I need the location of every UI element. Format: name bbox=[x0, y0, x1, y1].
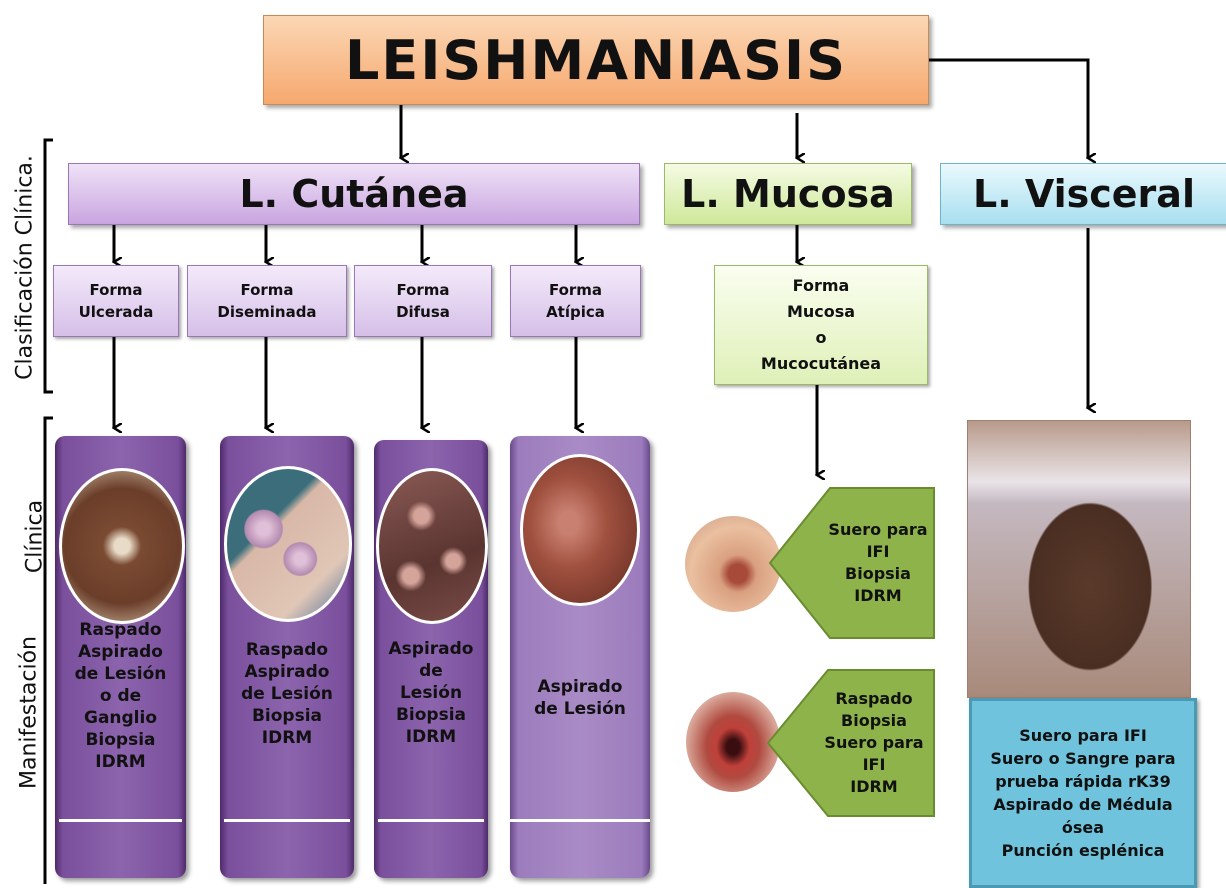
method: Aspirado de Médula bbox=[993, 793, 1172, 816]
method: Raspado bbox=[55, 619, 186, 641]
form-label: Forma bbox=[89, 279, 142, 301]
column-ulcerada: Raspado Aspirado de Lesión o de Ganglio … bbox=[55, 436, 186, 878]
method: Suero para bbox=[824, 732, 923, 754]
method: Biopsia bbox=[841, 710, 907, 732]
lesion-photo-ulcerada bbox=[59, 468, 185, 624]
method: Biopsia bbox=[374, 704, 488, 726]
methods-difusa: Aspirado de Lesión Biopsia IDRM bbox=[374, 638, 488, 748]
method: IFI bbox=[863, 754, 886, 776]
method: Raspado bbox=[220, 639, 354, 661]
category-visceral: L. Visceral bbox=[940, 163, 1226, 225]
method: de Lesión bbox=[220, 683, 354, 705]
method: de bbox=[374, 660, 488, 682]
method: Aspirado bbox=[220, 661, 354, 683]
mucosa-methods-1: Suero para IFI Biopsia IDRM bbox=[820, 486, 936, 640]
form-difusa: Forma Difusa bbox=[354, 265, 492, 337]
method: IDRM bbox=[220, 727, 354, 749]
form-label: Atípica bbox=[546, 301, 605, 323]
form-ulcerada: Forma Ulcerada bbox=[53, 265, 179, 337]
method: IDRM bbox=[55, 751, 186, 773]
method: ósea bbox=[1062, 816, 1104, 839]
method: Punción esplénica bbox=[1002, 839, 1165, 862]
method: Biopsia bbox=[55, 729, 186, 751]
method: o de bbox=[55, 685, 186, 707]
method: Biopsia bbox=[845, 563, 911, 585]
method: Biopsia bbox=[220, 705, 354, 727]
method: prueba rápida rK39 bbox=[995, 770, 1170, 793]
form-label: Ulcerada bbox=[79, 301, 154, 323]
method: IDRM bbox=[854, 585, 901, 607]
method: Aspirado bbox=[510, 676, 650, 698]
methods-ulcerada: Raspado Aspirado de Lesión o de Ganglio … bbox=[55, 619, 186, 773]
methods-diseminada: Raspado Aspirado de Lesión Biopsia IDRM bbox=[220, 639, 354, 749]
method: Ganglio bbox=[55, 707, 186, 729]
lesion-photo-difusa bbox=[376, 468, 488, 624]
title-box: LEISHMANIASIS bbox=[263, 15, 929, 105]
divider bbox=[378, 819, 484, 822]
manifestation-label: Manifestación bbox=[17, 623, 42, 803]
divider bbox=[510, 819, 650, 822]
method: Suero o Sangre para bbox=[990, 747, 1175, 770]
divider bbox=[224, 819, 350, 822]
form-label: Forma bbox=[549, 279, 602, 301]
method: Raspado bbox=[835, 688, 912, 710]
method: Lesión bbox=[374, 682, 488, 704]
column-atipica: Aspirado de Lesión bbox=[510, 436, 650, 878]
form-label: Mucocutánea bbox=[761, 351, 881, 377]
visceral-photo bbox=[967, 420, 1191, 698]
form-label: Diseminada bbox=[217, 301, 316, 323]
form-atipica: Forma Atípica bbox=[510, 265, 641, 337]
column-diseminada: Raspado Aspirado de Lesión Biopsia IDRM bbox=[220, 436, 354, 878]
form-diseminada: Forma Diseminada bbox=[187, 265, 347, 337]
method: de Lesión bbox=[510, 698, 650, 720]
column-difusa: Aspirado de Lesión Biopsia IDRM bbox=[374, 440, 488, 878]
form-mucosa: Forma Mucosa o Mucocutánea bbox=[714, 265, 928, 385]
category-cutanea: L. Cutánea bbox=[68, 163, 640, 225]
category-mucosa: L. Mucosa bbox=[664, 163, 912, 225]
arrow-to-visceral bbox=[928, 60, 1088, 158]
divider bbox=[59, 819, 182, 822]
method: IFI bbox=[867, 541, 890, 563]
method: de Lesión bbox=[55, 663, 186, 685]
method: Aspirado bbox=[55, 641, 186, 663]
method: Suero para IFI bbox=[1019, 724, 1147, 747]
form-label: o bbox=[816, 325, 827, 351]
form-label: Forma bbox=[793, 273, 850, 299]
method: IDRM bbox=[850, 776, 897, 798]
method: Suero para bbox=[828, 519, 927, 541]
form-label: Difusa bbox=[396, 301, 450, 323]
lesion-photo-atipica bbox=[520, 454, 640, 606]
method: Aspirado bbox=[374, 638, 488, 660]
page-title: LEISHMANIASIS bbox=[345, 29, 847, 92]
form-label: Forma bbox=[396, 279, 449, 301]
classification-label: Clasificación Clínica. bbox=[13, 148, 38, 388]
form-label: Forma bbox=[240, 279, 293, 301]
methods-atipica: Aspirado de Lesión bbox=[510, 676, 650, 720]
manifestation-label-clinica: Clínica bbox=[23, 487, 48, 587]
mucosa-methods-2: Raspado Biopsia Suero para IFI IDRM bbox=[812, 668, 936, 818]
visceral-methods: Suero para IFI Suero o Sangre para prueb… bbox=[969, 698, 1197, 888]
lesion-photo-diseminada bbox=[224, 466, 352, 622]
form-label: Mucosa bbox=[787, 299, 855, 325]
method: IDRM bbox=[374, 726, 488, 748]
